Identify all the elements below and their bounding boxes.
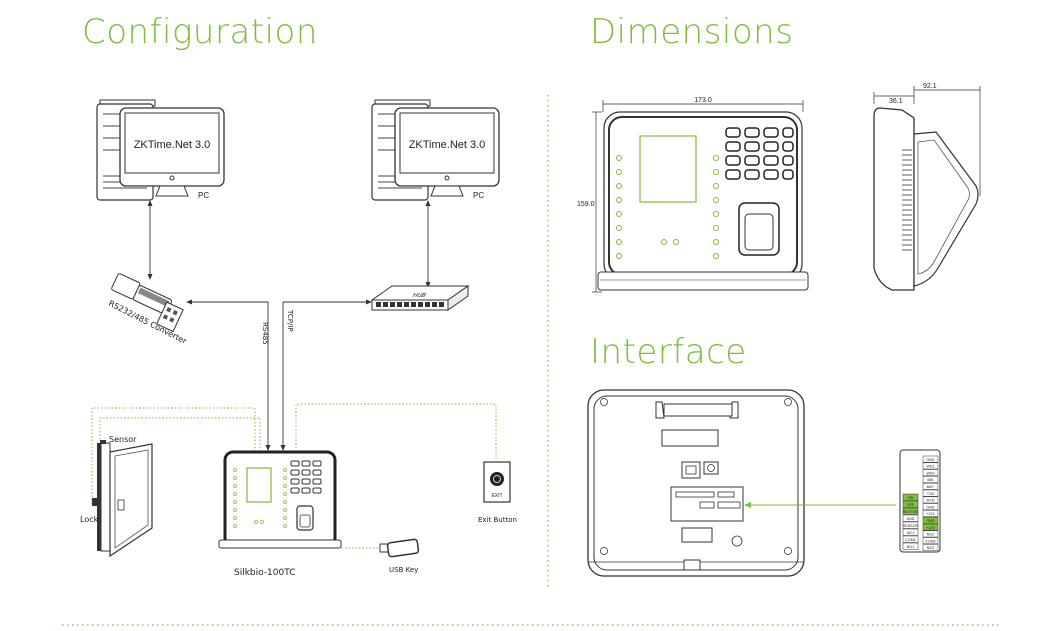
- terminal-right-cell: [922, 510, 939, 517]
- line-rs485-label: RS485: [261, 322, 269, 345]
- terminal-left-cell: [902, 521, 919, 529]
- terminal-right-label: RXD: [927, 499, 935, 503]
- dimensions-front-view: [597, 111, 809, 291]
- terminal-right-cell: [922, 496, 939, 504]
- terminal-right-label: 485-: [927, 478, 935, 482]
- interface-callout-arrow: [744, 502, 896, 508]
- terminal-right-label: COM2: [925, 539, 935, 543]
- network-hub: HUB: [370, 285, 470, 311]
- dimension-side-base: 36.1: [889, 98, 903, 105]
- usb-key: [379, 538, 420, 558]
- line-tcpip-label: TCP/IP: [286, 309, 294, 332]
- interface-heading: Interface: [590, 332, 747, 372]
- dimension-lines-front: [592, 100, 804, 293]
- terminal-right-cell: [922, 476, 939, 483]
- pc-right-label: PC: [473, 191, 484, 200]
- dimensions-heading: Dimensions: [590, 12, 794, 52]
- exit-plate-text: EXIT: [491, 493, 502, 499]
- terminal-right-label: +12V: [926, 512, 935, 516]
- terminal-left-label: NC1: [907, 531, 914, 535]
- terminal-left-label: GND: [907, 517, 915, 521]
- hub-text: HUB: [411, 292, 427, 298]
- terminal-left-cell: [902, 493, 919, 501]
- terminal-right-cell: [922, 537, 939, 545]
- dimension-height: 159.0: [577, 201, 595, 208]
- terminal-right-cell: [922, 530, 939, 538]
- rs232-485-converter: [111, 273, 184, 333]
- terminal-left-cell: [902, 528, 919, 536]
- terminal-right-cell: [922, 482, 939, 490]
- monitor-left-text: ZKTime.Net 3.0: [134, 139, 211, 151]
- terminal-left-cell: [902, 500, 919, 508]
- terminal-left-cell: [902, 535, 919, 543]
- exit-label: Exit Button: [478, 516, 517, 524]
- terminal-right-label: 485+: [926, 485, 934, 489]
- terminal-right-cell: [922, 544, 939, 551]
- terminal-right-cell: [922, 455, 939, 463]
- pc-left: ZKTime.Net 3.0 PC: [96, 99, 225, 201]
- terminal-right-cell: [922, 523, 939, 531]
- terminal-right-label: GND: [927, 458, 935, 462]
- monitor-right-text: ZKTime.Net 3.0: [409, 139, 486, 151]
- terminal-left-label: NO1: [907, 545, 914, 549]
- terminal-left-cell: [902, 507, 919, 515]
- device-back-view: [587, 389, 805, 577]
- device-label: Silkbio-100TC: [234, 568, 296, 578]
- terminal-right-label: WD0: [927, 471, 935, 475]
- terminal-right-label: TXD: [927, 492, 935, 496]
- terminal-right-cell: [922, 516, 939, 524]
- terminal-right-label: WD1: [927, 465, 935, 469]
- connection-lines: [147, 200, 431, 451]
- terminal-left-label: SENSOR: [903, 524, 919, 528]
- terminal-right-cell: [922, 503, 939, 511]
- lock-label: Lock: [80, 515, 99, 524]
- sensor-label: Sensor: [109, 435, 137, 444]
- pc-left-label: PC: [198, 191, 209, 200]
- door: [92, 440, 153, 558]
- pc-right: ZKTime.Net 3.0 PC: [371, 99, 500, 201]
- terminal-right-label: GND: [927, 505, 935, 509]
- terminal-left-label: BUTTON: [903, 510, 918, 514]
- terminal-left-cell: [902, 514, 919, 522]
- terminal-right-label: GND: [927, 519, 935, 523]
- terminal-right-label: NC2: [927, 533, 934, 537]
- exit-button-device: EXIT: [483, 461, 511, 503]
- dimension-side-total: 92.1: [923, 83, 937, 90]
- silkbio-device-front: [218, 450, 342, 549]
- terminal-right-cell: [922, 489, 939, 497]
- dimension-width: 173.0: [694, 97, 712, 104]
- usb-label: USB Key: [389, 566, 418, 574]
- terminal-right-label: +12V: [926, 526, 935, 530]
- terminal-right-cell: [922, 462, 939, 470]
- terminal-left-label: COM1: [905, 538, 915, 542]
- terminal-left-cell: [902, 542, 919, 550]
- dimension-lines-side: [873, 86, 981, 196]
- configuration-heading: Configuration: [82, 12, 318, 52]
- terminal-left-label: ON: [908, 496, 914, 500]
- terminal-left-label: OFF: [907, 503, 915, 507]
- dimensions-side-view: [873, 107, 979, 291]
- terminal-right-label: NO2: [927, 546, 934, 550]
- terminal-right-cell: [922, 469, 939, 477]
